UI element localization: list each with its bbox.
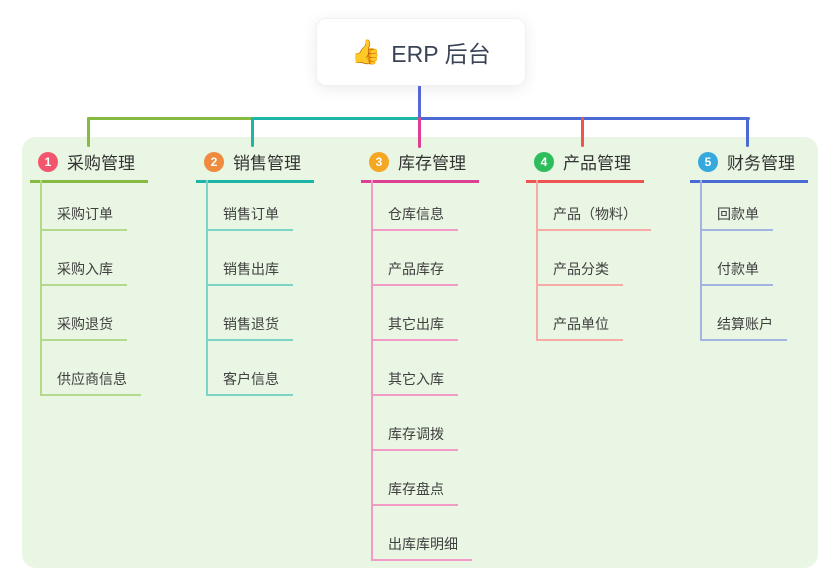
branch-header-finance[interactable]: 5 财务管理	[690, 149, 808, 183]
branch-header-product[interactable]: 4 产品管理	[526, 149, 644, 183]
branch-header-sales[interactable]: 2 销售管理	[196, 149, 314, 183]
child-node[interactable]: 产品库存	[371, 260, 458, 286]
branch-number-badge: 5	[698, 151, 718, 172]
root-node[interactable]: 👍 ERP 后台	[316, 18, 526, 86]
branch-number-badge: 1	[38, 151, 58, 172]
child-node[interactable]: 付款单	[700, 260, 773, 286]
child-node[interactable]: 客户信息	[206, 370, 293, 396]
child-node[interactable]: 其它出库	[371, 315, 458, 341]
child-node[interactable]: 其它入库	[371, 370, 458, 396]
branch-label: 产品管理	[563, 154, 631, 173]
child-node[interactable]: 采购订单	[40, 205, 127, 231]
branch-number-badge: 3	[369, 151, 389, 172]
thumbs-up-icon: 👍	[351, 38, 382, 66]
connector-drop-inventory	[418, 117, 421, 148]
branch-inventory: 3 库存管理 仓库信息 产品库存 其它出库 其它入库 库存调拨 库存盘点 出库库…	[361, 149, 479, 561]
connector-drop-product	[581, 117, 584, 147]
branch-trunk-line	[700, 180, 702, 341]
branch-procurement: 1 采购管理 采购订单 采购入库 采购退货 供应商信息	[30, 149, 148, 396]
child-node[interactable]: 库存盘点	[371, 480, 458, 506]
child-node[interactable]: 仓库信息	[371, 205, 458, 231]
branch-label: 库存管理	[398, 154, 466, 173]
child-node[interactable]: 产品分类	[536, 260, 623, 286]
branch-sales: 2 销售管理 销售订单 销售出库 销售退货 客户信息	[196, 149, 314, 396]
branch-header-inventory[interactable]: 3 库存管理	[361, 149, 479, 183]
branch-label: 财务管理	[727, 154, 795, 173]
branch-number-badge: 4	[534, 151, 554, 172]
connector-drop-procurement	[87, 117, 90, 147]
child-node[interactable]: 销售出库	[206, 260, 293, 286]
branch-trunk-line	[40, 180, 42, 396]
child-node[interactable]: 结算账户	[700, 315, 787, 341]
connector-drop-finance	[746, 117, 749, 147]
connector-segment-finance	[419, 117, 750, 120]
child-node[interactable]: 销售订单	[206, 205, 293, 231]
connector-root-drop	[418, 84, 421, 120]
child-node[interactable]: 采购退货	[40, 315, 127, 341]
root-label: ERP 后台	[391, 41, 491, 67]
child-node[interactable]: 销售退货	[206, 315, 293, 341]
branch-trunk-line	[371, 180, 373, 561]
branches-panel	[22, 137, 818, 568]
child-node[interactable]: 库存调拨	[371, 425, 458, 451]
branch-header-procurement[interactable]: 1 采购管理	[30, 149, 148, 183]
branch-label: 采购管理	[67, 154, 135, 173]
branch-label: 销售管理	[233, 154, 301, 173]
connector-segment-procurement	[87, 117, 254, 120]
branch-number-badge: 2	[204, 151, 224, 172]
connector-segment-sales	[253, 117, 419, 120]
connector-drop-sales	[251, 117, 254, 147]
child-node[interactable]: 回款单	[700, 205, 773, 231]
child-node[interactable]: 产品单位	[536, 315, 623, 341]
branch-trunk-line	[206, 180, 208, 396]
branch-finance: 5 财务管理 回款单 付款单 结算账户	[690, 149, 808, 341]
child-node[interactable]: 供应商信息	[40, 370, 141, 396]
branch-trunk-line	[536, 180, 538, 341]
child-node[interactable]: 出库库明细	[371, 535, 472, 561]
branch-product: 4 产品管理 产品（物料） 产品分类 产品单位	[526, 149, 651, 341]
child-node[interactable]: 产品（物料）	[536, 205, 651, 231]
child-node[interactable]: 采购入库	[40, 260, 127, 286]
